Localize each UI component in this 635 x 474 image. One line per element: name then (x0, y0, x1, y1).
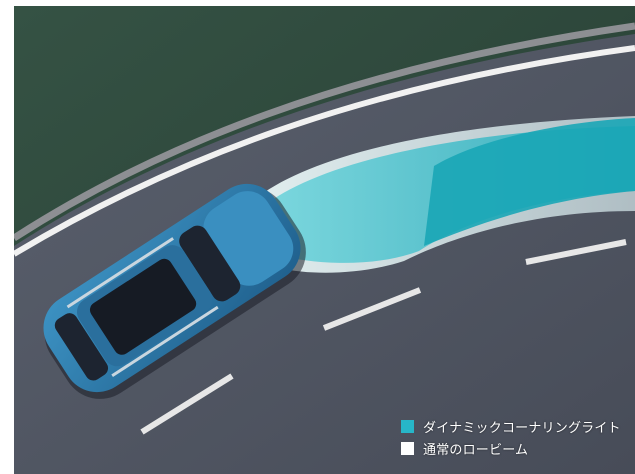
legend-item-cornering-light: ダイナミックコーナリングライト (401, 415, 631, 437)
legend-label-cornering-light: ダイナミックコーナリングライト (423, 417, 621, 436)
photo-frame: ダイナミックコーナリングライト 通常のロービーム (14, 6, 635, 474)
legend-item-low-beam: 通常のロービーム (401, 437, 631, 459)
legend-label-low-beam: 通常のロービーム (423, 439, 528, 458)
legend-swatch-cornering-light (401, 420, 414, 433)
legend: ダイナミックコーナリングライト 通常のロービーム (401, 415, 631, 459)
road-scene (14, 6, 635, 474)
legend-swatch-low-beam (401, 442, 414, 455)
